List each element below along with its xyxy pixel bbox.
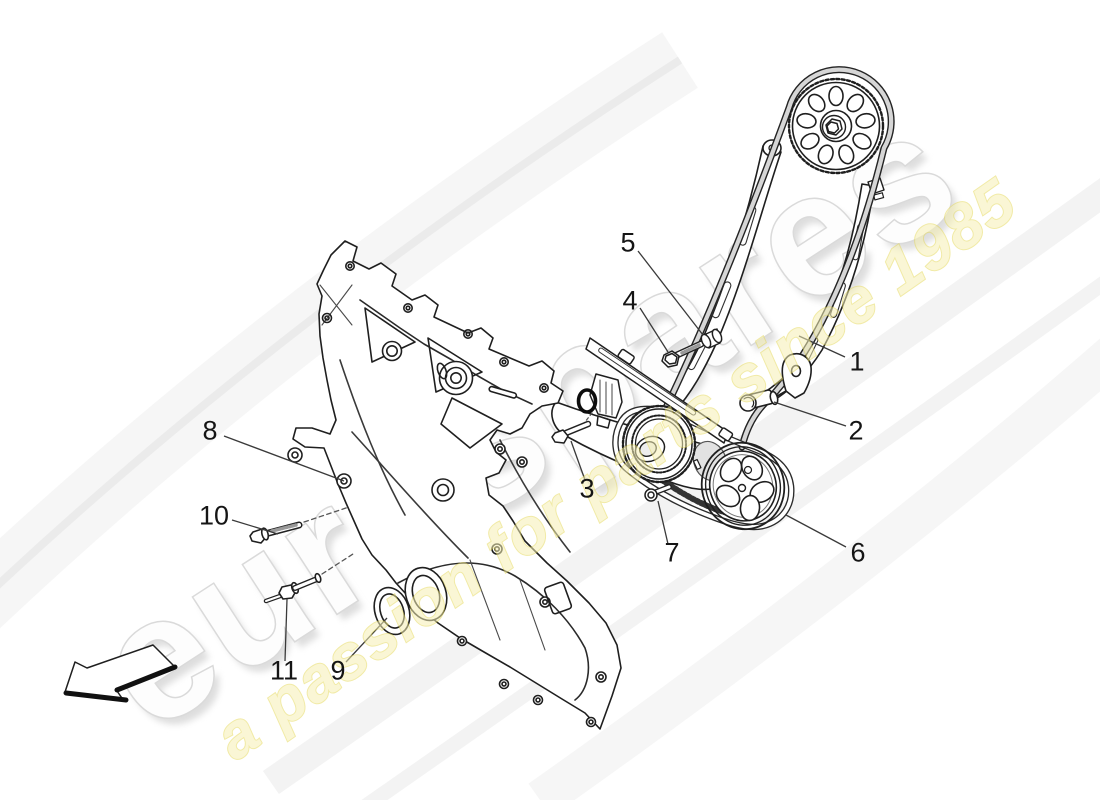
left-hardware xyxy=(249,506,411,636)
leader-line-1 xyxy=(798,335,846,358)
leader-line-10 xyxy=(231,519,279,535)
leader-line-7 xyxy=(657,500,669,545)
direction-arrow-icon xyxy=(63,644,178,703)
stud-11 xyxy=(263,572,322,604)
leader-line-5 xyxy=(637,250,704,336)
phonic-wheel xyxy=(621,404,697,484)
bolt-7 xyxy=(644,484,672,502)
leader-line-8 xyxy=(223,435,345,482)
secondary-guide-bar xyxy=(585,337,734,444)
callout-7: 7 xyxy=(664,537,680,568)
dowel-pin xyxy=(692,458,702,470)
leader-line-11 xyxy=(284,598,288,662)
callout-11: 11 xyxy=(269,655,299,686)
callout-4: 4 xyxy=(622,285,638,316)
pivot-bolt-2 xyxy=(739,389,779,412)
leader-line-2 xyxy=(773,401,847,427)
leader-line-6 xyxy=(785,514,847,548)
o-ring-3 xyxy=(576,388,598,414)
leader-line-9 xyxy=(345,617,388,663)
bolt-3 xyxy=(551,420,592,444)
chain-anchor-bracket xyxy=(771,352,812,400)
spacer-5 xyxy=(700,328,723,349)
callout-8: 8 xyxy=(202,415,218,446)
secondary-chain xyxy=(612,405,795,531)
bolt-10 xyxy=(249,521,303,544)
cover-bolt-holes xyxy=(321,260,549,393)
callout-9: 9 xyxy=(330,655,346,686)
callout-6: 6 xyxy=(850,537,866,568)
secondary-chain-assembly xyxy=(551,328,795,531)
callout-10: 10 xyxy=(198,500,230,531)
sprocket-center-bolt xyxy=(825,118,843,136)
primary-chain-assembly xyxy=(652,66,895,451)
callout-3: 3 xyxy=(579,473,595,504)
alignment-dash-11 xyxy=(321,553,354,575)
cover-lower-bolt-ears xyxy=(456,543,607,728)
camshaft-sprocket xyxy=(787,77,885,175)
sprocket-6 xyxy=(700,441,786,531)
callout-1: 1 xyxy=(849,346,865,377)
background-swoosh xyxy=(0,32,1100,800)
callout-2: 2 xyxy=(848,415,864,446)
leader-line-3 xyxy=(570,440,586,481)
bolt-4 xyxy=(661,340,705,368)
leader-line-4 xyxy=(639,307,669,353)
callout-5: 5 xyxy=(620,227,636,258)
seal-ring-9 xyxy=(373,586,411,636)
leader-lines xyxy=(223,250,847,663)
alignment-dash-10 xyxy=(303,506,350,523)
chain-tensioner-body xyxy=(589,373,623,429)
